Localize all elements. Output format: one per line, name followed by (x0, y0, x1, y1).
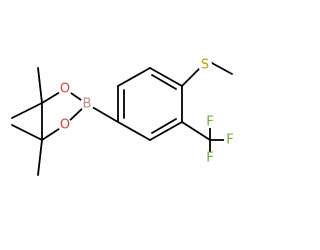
bond-ring-6 (117, 67, 151, 87)
fluorine-bottom-bg (204, 152, 216, 164)
atom-sulfur: S (201, 58, 209, 73)
bond-ring-inner-2 (151, 118, 177, 134)
boron-bg (80, 97, 94, 111)
chemical-structure: B O O S F F F (11, 57, 236, 176)
bond-layer (11, 61, 233, 176)
bond-ring-3 (149, 121, 183, 141)
oxygen-bottom-bg (58, 118, 72, 132)
atom-oxygen-bottom: O (60, 118, 70, 133)
bond-sulfur-methyl (209, 61, 233, 75)
fluorine-top-bg (204, 116, 216, 128)
bond-methyl-4 (37, 139, 43, 176)
bond-methyl-1 (37, 67, 43, 104)
bond-ring-1 (149, 67, 183, 87)
bond-methyl-2 (11, 102, 43, 119)
atom-boron: B (83, 97, 92, 112)
sulfur-bg (198, 58, 212, 72)
bond-ring-sulfur (181, 67, 201, 87)
bond-ring-cf3 (181, 121, 211, 141)
bond-ring-inner-1 (151, 74, 177, 90)
oxygen-top-bg (58, 82, 72, 96)
atom-oxygen-top: O (60, 82, 70, 97)
atom-fluorine-top: F (206, 115, 213, 130)
bond-methyl-3 (11, 124, 43, 141)
bond-ring-4 (117, 121, 151, 141)
atom-label-layer: B O O S F F F (58, 58, 236, 166)
atom-fluorine-right: F (226, 133, 233, 148)
atom-fluorine-bottom: F (206, 151, 213, 166)
fluorine-right-bg (224, 134, 236, 146)
